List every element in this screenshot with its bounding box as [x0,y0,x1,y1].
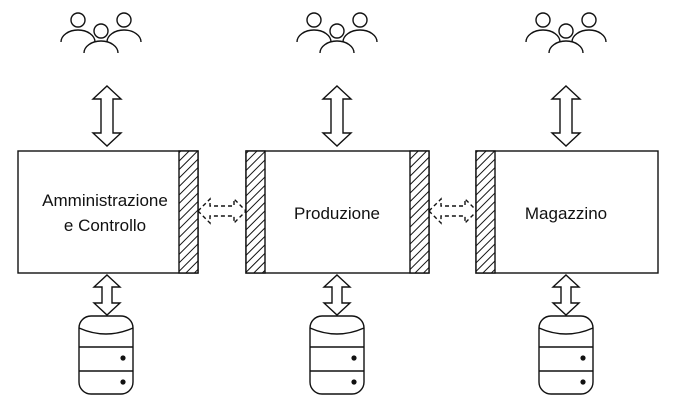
integration-arrow-1 [197,198,247,224]
module-box-produzione: Produzione [245,150,430,274]
db-access-arrow-3 [552,274,580,316]
database-icon [538,315,594,395]
user-access-arrow-2 [322,85,352,147]
users-group-icon [296,12,378,54]
db-access-arrow-2 [323,274,351,316]
module-label-line1: Amministrazione [42,191,168,210]
database-icon [78,315,134,395]
users-group-icon [525,12,607,54]
user-access-arrow-3 [551,85,581,147]
user-access-arrow-1 [92,85,122,147]
interface-port-left [245,150,266,274]
module-box-magazzino: Magazzino [475,150,659,274]
interface-port-right [178,150,199,274]
module-label: Magazzino [525,204,607,223]
db-access-arrow-1 [93,274,121,316]
interface-port-right [409,150,430,274]
users-group-icon [60,12,142,54]
integration-arrow-2 [428,198,478,224]
module-label-line2: e Controllo [64,216,146,235]
module-label: Produzione [294,204,380,223]
interface-port-left [475,150,496,274]
database-icon [309,315,365,395]
module-box-amministrazione: Amministrazione e Controllo [17,150,199,274]
